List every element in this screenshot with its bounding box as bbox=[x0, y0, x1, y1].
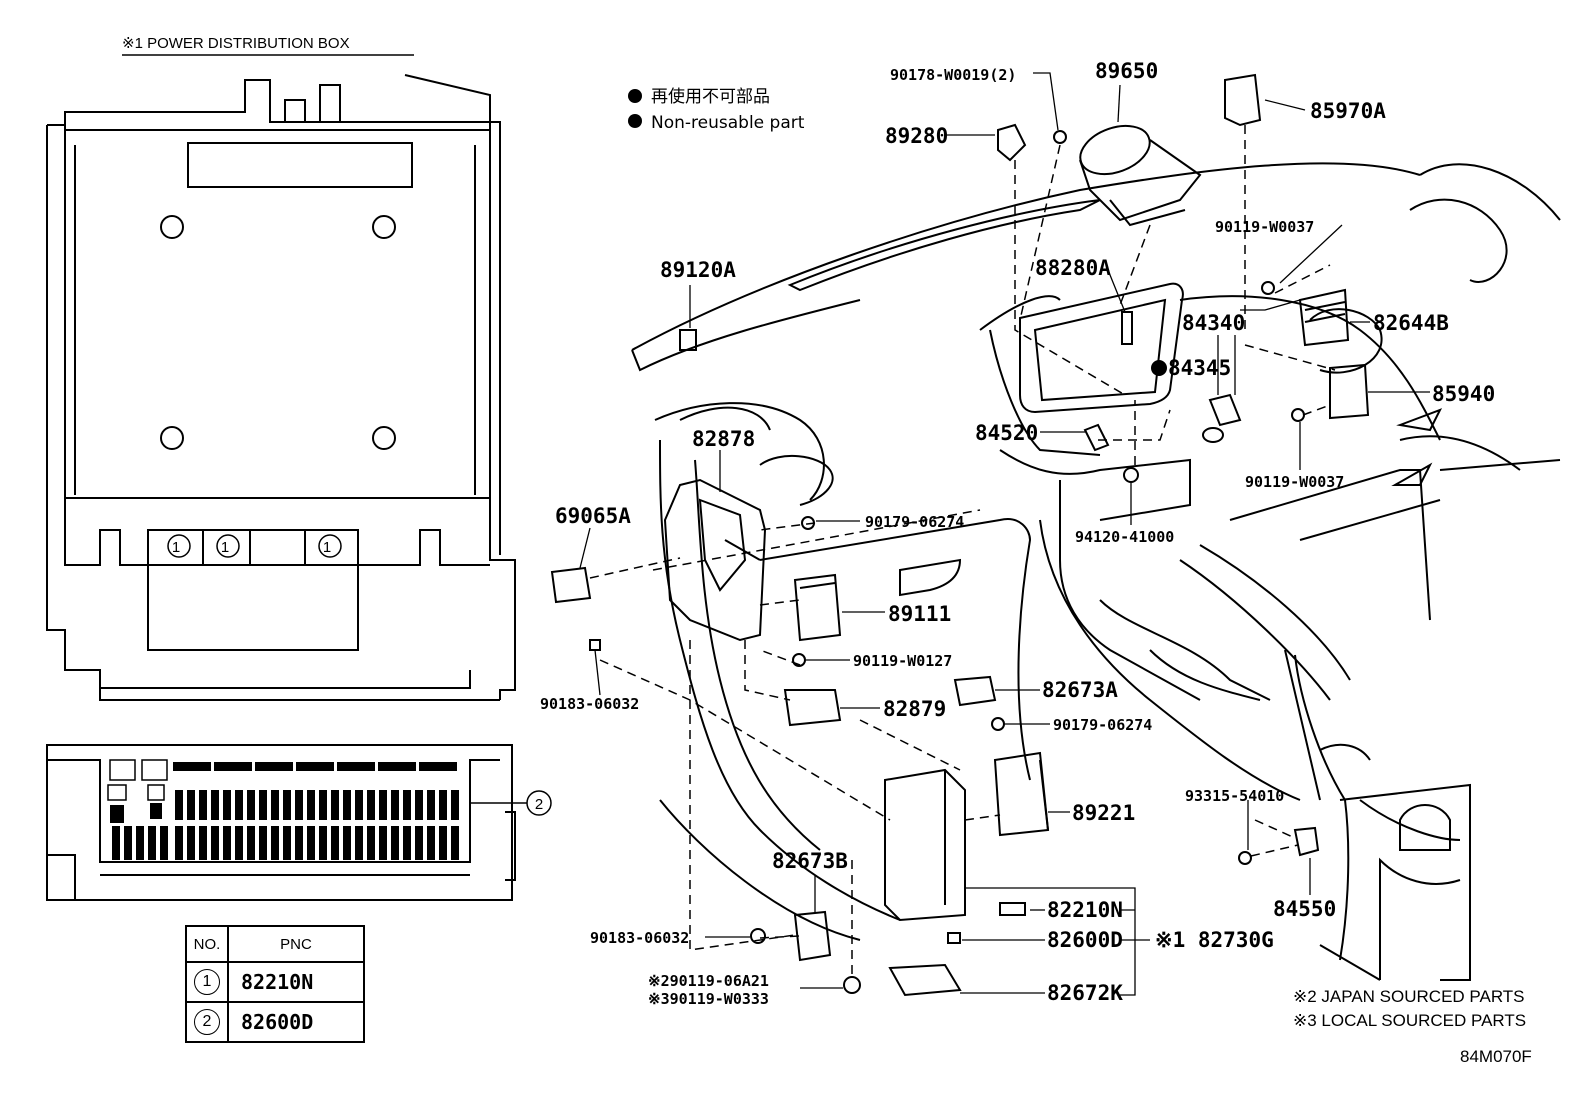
text-layer: ※1 POWER DISTRIBUTION BOX 再使用不可部品 Non-re… bbox=[122, 35, 1532, 1066]
dashed-reference-lines bbox=[589, 125, 1336, 980]
part-label: 94120-41000 bbox=[1075, 528, 1174, 546]
pnc-row-code: 82210N bbox=[227, 961, 365, 1003]
fuse-callout-marker: 2 bbox=[535, 796, 543, 813]
pnc-row-code: 82600D bbox=[227, 1001, 365, 1043]
part-label: 90183-06032 bbox=[540, 695, 639, 713]
part-label: 82600D bbox=[1047, 928, 1123, 952]
table-row: 1 82210N bbox=[185, 961, 365, 1003]
part-label: 90183-06032 bbox=[590, 929, 689, 947]
note-japan-sourced: ※2 JAPAN SOURCED PARTS bbox=[1293, 987, 1525, 1006]
part-label: 89221 bbox=[1072, 801, 1135, 825]
part-label: 69065A bbox=[555, 504, 631, 528]
bullet-icon bbox=[628, 89, 642, 103]
pnc-table: NO. PNC 1 82210N 2 82600D bbox=[185, 925, 365, 1043]
part-label: 82879 bbox=[883, 697, 946, 721]
fuse-slot-marker: 1 bbox=[323, 539, 331, 556]
part-label: 82878 bbox=[692, 427, 755, 451]
legend-jp: 再使用不可部品 bbox=[651, 86, 770, 107]
fuse-array bbox=[110, 762, 457, 823]
figure-id: 84M070F bbox=[1460, 1047, 1532, 1066]
note-local-sourced: ※3 LOCAL SOURCED PARTS bbox=[1293, 1011, 1526, 1030]
pnc-row-number: 2 bbox=[185, 1001, 229, 1043]
components bbox=[550, 73, 1370, 997]
part-label: ※290119-06A21 bbox=[648, 972, 769, 990]
leader-lines bbox=[579, 72, 1430, 996]
part-label: ※390119-W0333 bbox=[648, 990, 769, 1008]
part-label: 89120A bbox=[660, 258, 736, 282]
part-label: 93315-54010 bbox=[1185, 787, 1284, 805]
pnc-header-no: NO. bbox=[185, 925, 229, 963]
part-label: 90178-W0019(2) bbox=[890, 66, 1016, 84]
legend-en: Non-reusable part bbox=[651, 113, 805, 133]
power-distribution-box-drawing bbox=[46, 54, 552, 901]
part-label: 84340 bbox=[1182, 311, 1245, 335]
part-label: 90179-06274 bbox=[865, 513, 964, 531]
part-label: 89650 bbox=[1095, 59, 1158, 83]
fuse-slot-marker: 1 bbox=[172, 539, 180, 556]
pnc-header-pnc: PNC bbox=[227, 925, 365, 963]
part-label: 90119-W0127 bbox=[853, 652, 952, 670]
instrument-panel-drawing bbox=[631, 162, 1561, 981]
pnc-table-header-row: NO. PNC bbox=[185, 925, 365, 963]
part-label: 90119-W0037 bbox=[1245, 473, 1344, 491]
part-label: 82210N bbox=[1047, 898, 1123, 922]
part-label: 84550 bbox=[1273, 897, 1336, 921]
part-label: 84345 bbox=[1168, 356, 1231, 380]
pdb-title: ※1 POWER DISTRIBUTION BOX bbox=[122, 35, 350, 52]
part-label: 82644B bbox=[1373, 311, 1449, 335]
part-label: 84520 bbox=[975, 421, 1038, 445]
bullet-icon bbox=[628, 114, 642, 128]
part-label: 90119-W0037 bbox=[1215, 218, 1314, 236]
part-label: ※1 82730G bbox=[1155, 928, 1274, 952]
part-label: 85970A bbox=[1310, 99, 1386, 123]
part-label: 90179-06274 bbox=[1053, 716, 1152, 734]
table-row: 2 82600D bbox=[185, 1001, 365, 1043]
part-label: 88280A bbox=[1035, 256, 1111, 280]
part-label: 82673B bbox=[772, 849, 848, 873]
non-reusable-bullet-icon bbox=[1151, 360, 1167, 376]
part-label: 89280 bbox=[885, 124, 948, 148]
fuse-slot-marker: 1 bbox=[221, 539, 229, 556]
part-label: 89111 bbox=[888, 602, 951, 626]
pnc-row-number: 1 bbox=[185, 961, 229, 1003]
part-label: 85940 bbox=[1432, 382, 1495, 406]
part-label: 82673A bbox=[1042, 678, 1118, 702]
part-label: 82672K bbox=[1047, 981, 1123, 1005]
